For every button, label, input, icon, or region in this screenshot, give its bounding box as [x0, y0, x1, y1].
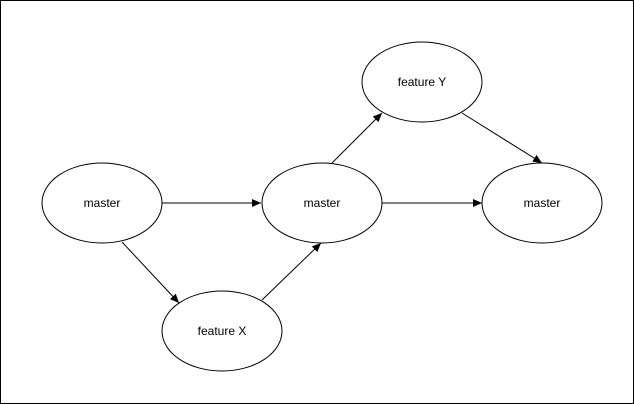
- node-master-3-label: master: [524, 196, 561, 210]
- node-master-1-ellipse: [41, 162, 163, 244]
- node-master-3-ellipse: [481, 162, 603, 244]
- edge-feature-x-to-master-2: [261, 242, 322, 301]
- node-feature-y[interactable]: feature Y: [361, 41, 483, 123]
- edge-feature-y-to-master-3: [461, 112, 543, 164]
- edges-layer: [121, 112, 543, 304]
- node-feature-x-ellipse: [161, 290, 283, 372]
- edge-master-1-to-feature-x: [121, 241, 180, 304]
- node-master-3[interactable]: master: [481, 162, 603, 244]
- node-feature-x-label: feature X: [198, 324, 247, 338]
- node-master-1[interactable]: master: [41, 162, 163, 244]
- node-master-2[interactable]: master: [261, 162, 383, 244]
- edge-master-2-to-feature-y: [331, 112, 383, 164]
- node-master-2-ellipse: [261, 162, 383, 244]
- node-feature-y-label: feature Y: [398, 75, 446, 89]
- node-feature-x[interactable]: feature X: [161, 290, 283, 372]
- nodes-layer: master feature X master feature Y master: [41, 41, 603, 372]
- node-master-1-label: master: [84, 196, 121, 210]
- node-feature-y-ellipse: [361, 41, 483, 123]
- node-master-2-label: master: [304, 196, 341, 210]
